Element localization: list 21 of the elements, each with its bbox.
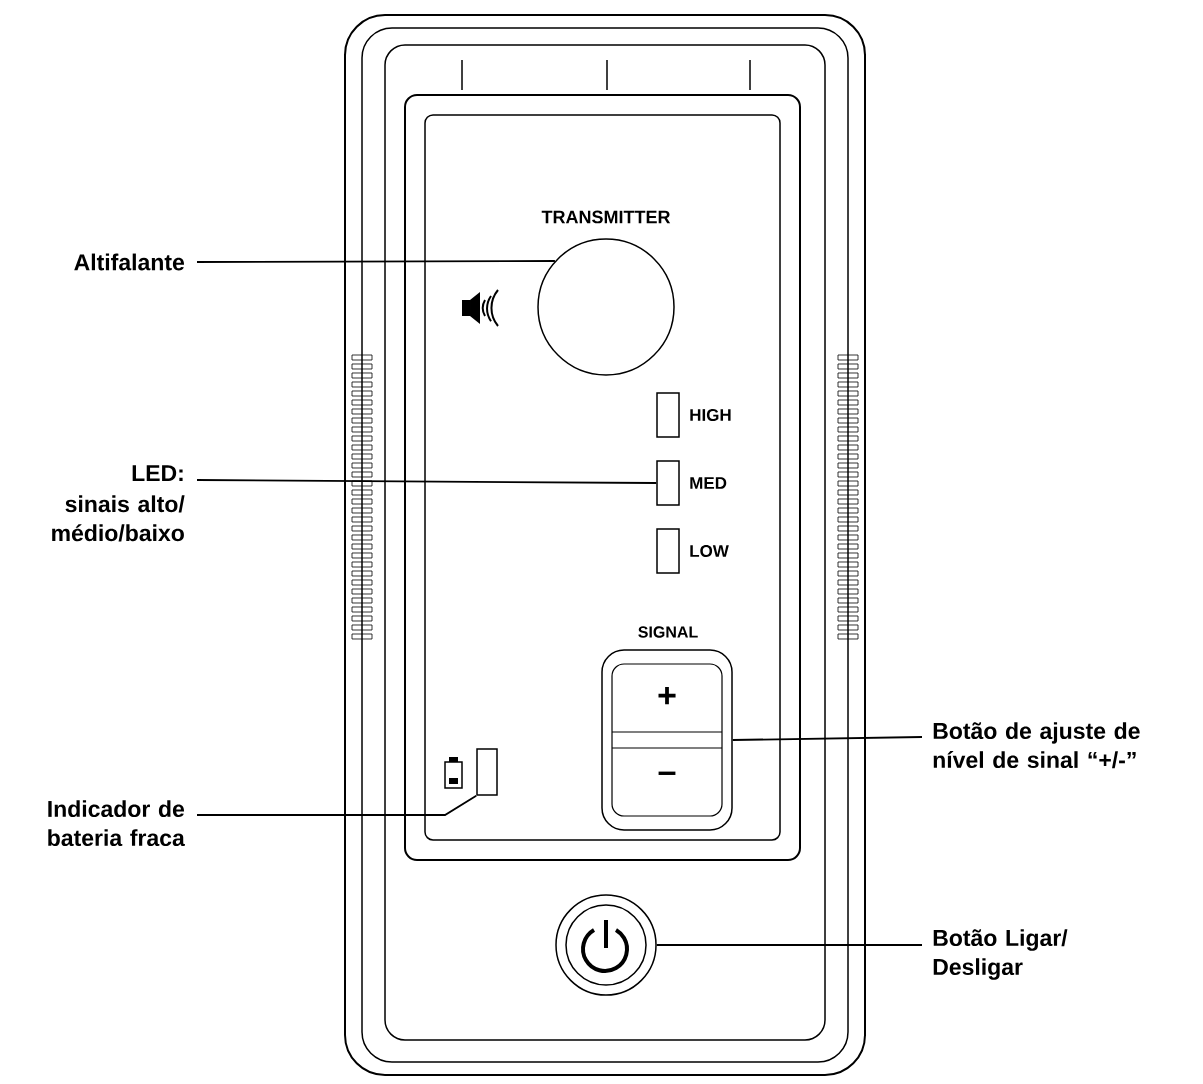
speaker-grille	[537, 238, 675, 376]
signal-button	[601, 649, 733, 831]
leader-line	[655, 944, 923, 946]
led-indicator	[656, 528, 680, 574]
leader-line	[196, 260, 556, 263]
led-label: LOW	[690, 545, 729, 557]
led-label: MED	[690, 477, 727, 489]
battery-led	[476, 748, 498, 796]
callout-text: Altifalante	[74, 253, 185, 271]
callout-text: LED: sinais alto/ médio/baixo	[52, 465, 185, 542]
callout-text: Indicador de bateria fraca	[48, 800, 185, 847]
led-indicator	[656, 460, 680, 506]
minus-sign: –	[658, 771, 676, 775]
led-indicator	[656, 392, 680, 438]
leader-line	[196, 479, 658, 484]
leader-line	[196, 794, 478, 816]
callout-text: Botão Ligar/ Desligar	[933, 929, 1068, 980]
leader-line	[731, 736, 923, 741]
callout-text: Botão de ajuste de nível de sinal “+/-”	[933, 722, 1140, 769]
plus-sign: +	[658, 687, 676, 705]
power-button	[555, 894, 657, 996]
